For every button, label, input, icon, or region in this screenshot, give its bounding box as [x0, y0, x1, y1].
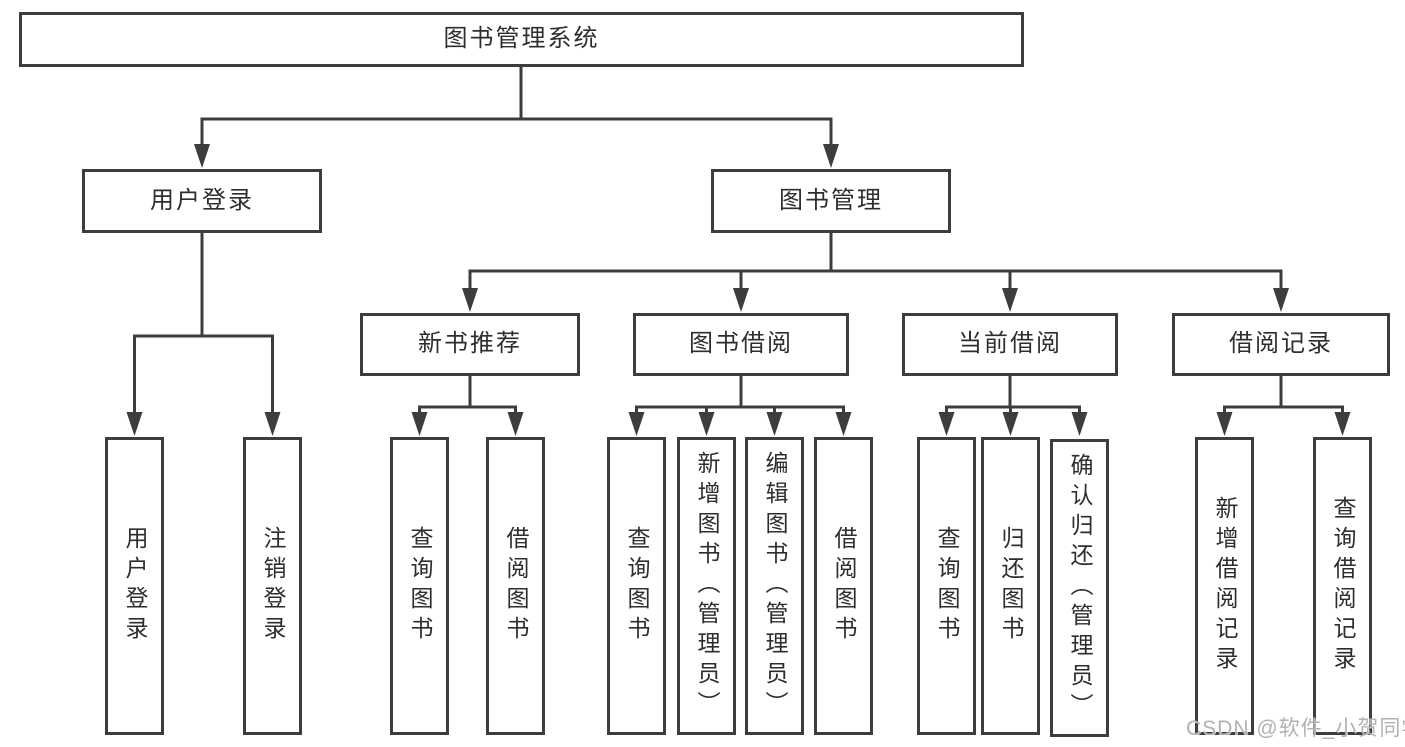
watermark: CSDN @软件_小贺同学 [1186, 717, 1405, 740]
node-cb-query-books: 查询图书 [917, 437, 976, 735]
arrowhead-icon [938, 412, 955, 436]
node-current-borrow: 当前借阅 [902, 313, 1118, 376]
node-bb-query-books: 查询图书 [607, 437, 666, 735]
node-root: 图书管理系统 [19, 12, 1024, 67]
arrowhead-icon [462, 288, 478, 312]
node-login: 用户登录 [105, 437, 164, 735]
arrowhead-icon [194, 144, 210, 168]
arrowhead-icon [835, 412, 852, 436]
node-bb-add-books-admin-label: 新增图书（管理员） [694, 451, 720, 721]
node-logout-label: 注销登录 [260, 526, 286, 646]
node-cb-return-books-label: 归还图书 [998, 526, 1024, 646]
arrowhead-icon [823, 144, 839, 168]
node-bb-edit-books-admin: 编辑图书（管理员） [745, 437, 804, 735]
arrowhead-icon [264, 412, 281, 436]
node-new-book-recommend: 新书推荐 [360, 313, 580, 376]
arrowhead-icon [1002, 288, 1018, 312]
arrowhead-icon [1273, 288, 1289, 312]
node-new-book-recommend-label: 新书推荐 [418, 330, 522, 358]
node-br-add-record: 新增借阅记录 [1195, 437, 1254, 735]
arrowhead-icon [1216, 412, 1233, 436]
node-book-borrow-label: 图书借阅 [689, 330, 793, 358]
arrowhead-icon [1002, 412, 1019, 436]
connector-path [133, 67, 1344, 414]
arrowhead-icon [766, 412, 783, 436]
node-root-label: 图书管理系统 [443, 25, 600, 53]
node-br-add-record-label: 新增借阅记录 [1212, 496, 1238, 676]
node-br-query-record-label: 查询借阅记录 [1330, 496, 1356, 676]
arrowhead-icon [1334, 412, 1351, 436]
node-borrow-records-label: 借阅记录 [1229, 330, 1333, 358]
node-cb-confirm-return-admin: 确认归还（管理员） [1050, 439, 1109, 737]
node-bb-borrow-books: 借阅图书 [814, 437, 873, 735]
node-current-borrow-label: 当前借阅 [958, 330, 1062, 358]
node-user-login: 用户登录 [82, 169, 322, 233]
arrowhead-icon [411, 412, 428, 436]
node-nbr-borrow-books: 借阅图书 [486, 437, 545, 735]
arrowhead-icon [733, 288, 749, 312]
node-borrow-records: 借阅记录 [1172, 313, 1390, 376]
node-cb-return-books: 归还图书 [981, 437, 1040, 735]
node-book-borrow: 图书借阅 [633, 313, 849, 376]
node-cb-confirm-return-admin-label: 确认归还（管理员） [1067, 453, 1093, 723]
node-nbr-query-books-label: 查询图书 [407, 526, 433, 646]
node-br-query-record: 查询借阅记录 [1313, 437, 1372, 735]
arrowheads [126, 144, 1351, 436]
node-bb-add-books-admin: 新增图书（管理员） [677, 437, 736, 735]
arrowhead-icon [126, 412, 143, 436]
node-nbr-query-books: 查询图书 [390, 437, 449, 735]
node-bb-query-books-label: 查询图书 [624, 526, 650, 646]
arrowhead-icon [1071, 412, 1088, 436]
arrowhead-icon [628, 412, 645, 436]
node-bb-borrow-books-label: 借阅图书 [831, 526, 857, 646]
node-login-label: 用户登录 [122, 526, 148, 646]
arrowhead-icon [698, 412, 715, 436]
node-user-login-label: 用户登录 [150, 186, 254, 214]
node-nbr-borrow-books-label: 借阅图书 [503, 526, 529, 646]
node-bb-edit-books-admin-label: 编辑图书（管理员） [762, 451, 788, 721]
node-book-management: 图书管理 [711, 169, 951, 233]
arrowhead-icon [507, 412, 524, 436]
node-cb-query-books-label: 查询图书 [934, 526, 960, 646]
node-book-management-label: 图书管理 [779, 186, 883, 214]
node-logout: 注销登录 [243, 437, 302, 735]
